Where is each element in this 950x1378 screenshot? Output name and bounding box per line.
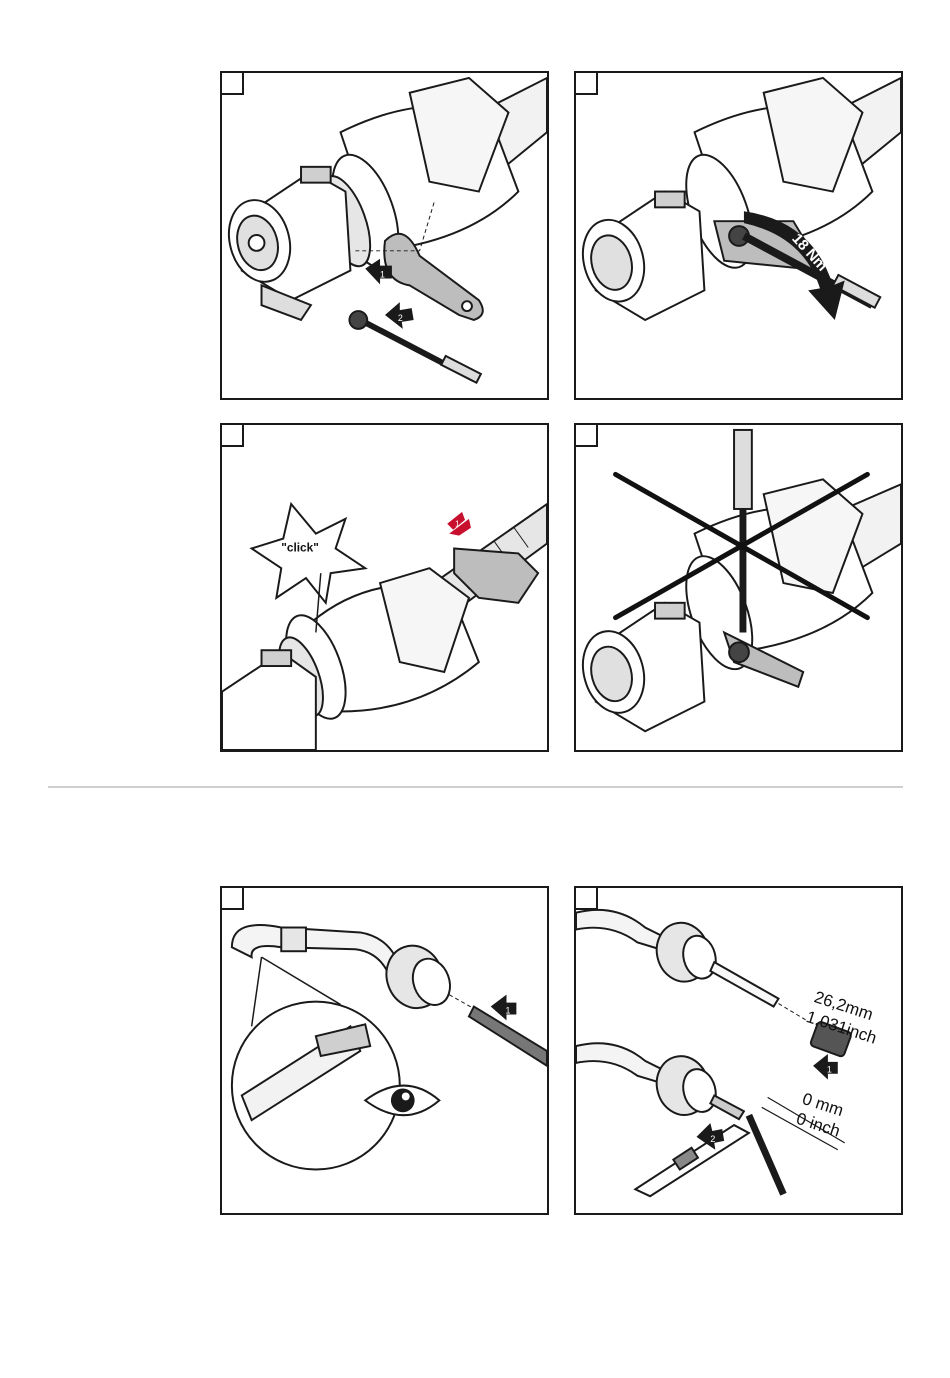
svg-text:2: 2 [710, 1134, 715, 1144]
arrow-1-icon: 1 [491, 995, 517, 1021]
torch-wrench-illustration: 1 2 [222, 73, 547, 398]
svg-text:1: 1 [827, 1065, 832, 1075]
click-label: "click" [281, 540, 319, 554]
torch-torque-illustration: 18 Nm [576, 73, 901, 398]
step-panel-inspect-liner: 1 [220, 886, 549, 1215]
svg-text:1: 1 [455, 520, 459, 529]
section-divider [48, 786, 903, 788]
step-panel-cut-liner: 26,2mm 1.031inch 0 mm 0 inch 1 2 [574, 886, 903, 1215]
torch-wrong-illustration [576, 425, 901, 750]
svg-text:1: 1 [380, 269, 385, 279]
arrow-1-icon: 1 [447, 512, 471, 536]
step-panel-click-in: "click" 1 [220, 423, 549, 752]
step-number-box [576, 73, 598, 95]
step-number-box [222, 888, 244, 910]
liner-inspect-illustration: 1 [222, 888, 547, 1213]
svg-text:2: 2 [398, 313, 403, 323]
arrow-1-icon: 1 [813, 1054, 838, 1080]
step-panel-wrong-usage [574, 423, 903, 752]
arrow-2-icon: 2 [385, 302, 414, 329]
step-panel-torque: 18 Nm [574, 71, 903, 400]
step-number-box [222, 425, 244, 447]
liner-cut-illustration: 26,2mm 1.031inch 0 mm 0 inch 1 2 [576, 888, 901, 1213]
svg-text:1: 1 [506, 1005, 511, 1015]
torch-click-illustration: "click" 1 [222, 425, 547, 750]
step-number-box [576, 888, 598, 910]
step-number-box [576, 425, 598, 447]
step-number-box [222, 73, 244, 95]
step-panel-mount-wrench: 1 2 [220, 71, 549, 400]
